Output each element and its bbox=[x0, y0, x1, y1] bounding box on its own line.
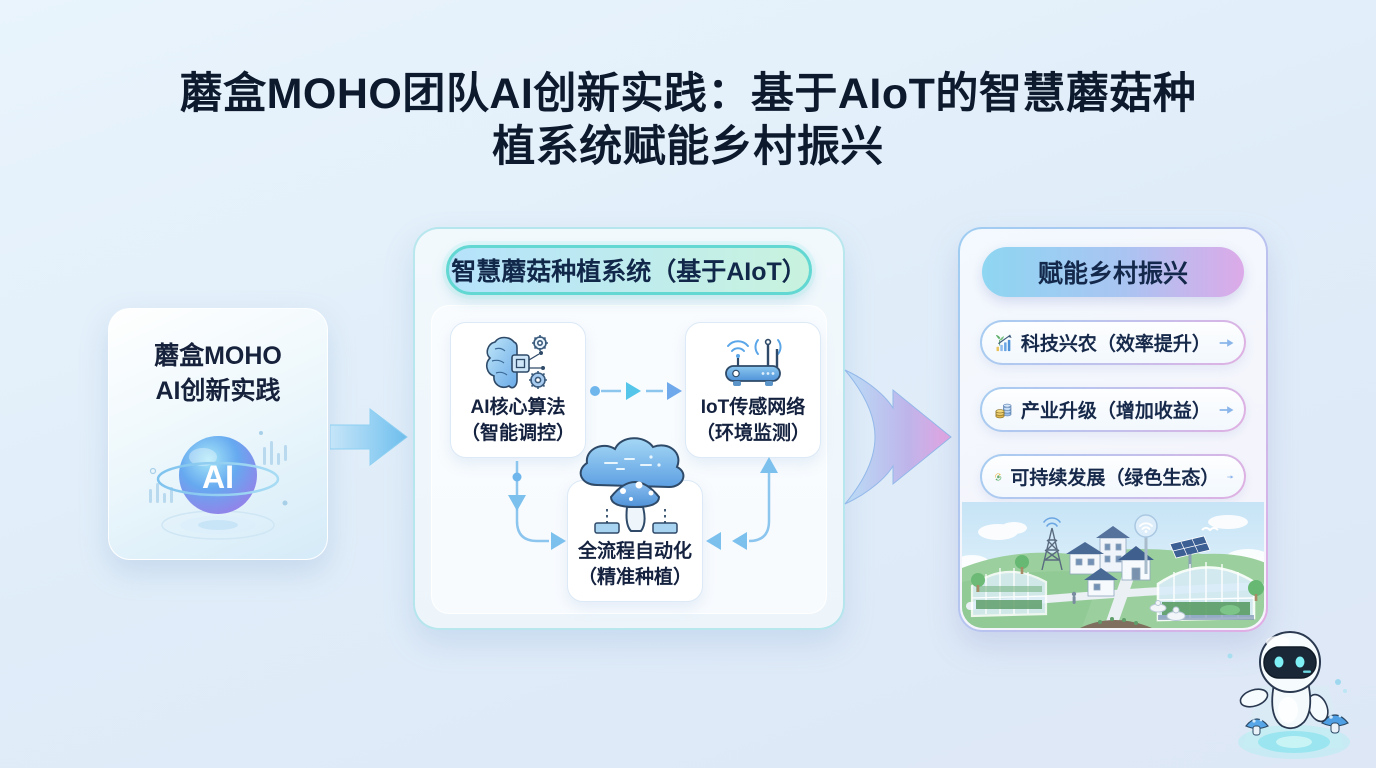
benefit-row-label: 科技兴农（效率提升） bbox=[1020, 334, 1211, 355]
node-full-automation: 全流程自动化 （精准种植） bbox=[567, 480, 703, 602]
coins-icon bbox=[995, 403, 1012, 418]
node-ai-label-line2: （智能调控） bbox=[460, 423, 575, 444]
page-title-line1: 蘑盒MOHO团队AI创新实践：基于AIoT的智慧蘑菇种 bbox=[179, 70, 1197, 118]
eco-cycle-icon bbox=[995, 472, 1002, 481]
right-card-header: 赋能乡村振兴 bbox=[982, 247, 1244, 297]
page-title: 蘑盒MOHO团队AI创新实践：基于AIoT的智慧蘑菇种 植系统赋能乡村振兴 bbox=[0, 68, 1376, 174]
middle-card-header: 智慧蘑菇种植系统（基于AIoT） bbox=[446, 245, 812, 295]
mushroom-icon bbox=[1321, 714, 1349, 734]
left-card-title-line1: 蘑盒MOHO bbox=[154, 342, 282, 370]
benefit-row-industry-upgrade: 产业升级（增加收益） bbox=[980, 387, 1246, 432]
robot-mushroom-mascot bbox=[1227, 631, 1350, 759]
left-card-title-line2: AI创新实践 bbox=[155, 377, 281, 405]
ai-orb-label: AI bbox=[202, 459, 234, 495]
benefit-row-sustainable-development: 可持续发展（绿色生态） bbox=[980, 454, 1246, 499]
smart-farm-village-illustration bbox=[962, 502, 1264, 628]
node-ai-core-algorithm: AI核心算法 （智能调控） bbox=[450, 322, 586, 458]
left-card-title: 蘑盒MOHO AI创新实践 bbox=[109, 309, 327, 409]
flow-arrow-middle-to-right bbox=[844, 369, 952, 505]
middle-card-aiot-system: 智慧蘑菇种植系统（基于AIoT） AI核心算法 （智 bbox=[413, 227, 845, 630]
cloud-mushroom-icon bbox=[579, 437, 685, 534]
node-auto-label-line2: （精准种植） bbox=[577, 567, 692, 588]
node-iot-label-line2: （环境监测） bbox=[695, 423, 810, 444]
page-title-line2: 植系统赋能乡村振兴 bbox=[492, 123, 884, 171]
iot-router-icon bbox=[725, 338, 782, 386]
growth-chart-icon bbox=[995, 334, 1012, 351]
node-iot-sensing-network: IoT传感网络 （环境监测） bbox=[685, 322, 821, 458]
row-arrow-icon bbox=[1227, 474, 1234, 479]
row-arrow-icon bbox=[1219, 405, 1234, 414]
node-auto-label-line1: 全流程自动化 bbox=[577, 541, 692, 562]
ai-brain-chip-icon bbox=[485, 335, 548, 389]
left-card-moho-practice: 蘑盒MOHO AI创新实践 AI bbox=[108, 308, 328, 560]
node-ai-label-line1: AI核心算法 bbox=[470, 397, 566, 418]
benefit-row-label: 可持续发展（绿色生态） bbox=[1010, 468, 1220, 489]
node-iot-label-line1: IoT传感网络 bbox=[700, 397, 806, 418]
right-card-rural-revitalization: 赋能乡村振兴 科技兴农（效率提升） bbox=[958, 227, 1268, 632]
robot-body bbox=[1239, 631, 1329, 730]
flow-arrow-left-to-middle bbox=[330, 407, 408, 467]
benefit-row-label: 产业升级（增加收益） bbox=[1020, 401, 1211, 422]
ai-sphere-icon: AI bbox=[149, 431, 288, 540]
mushroom-icon bbox=[1245, 718, 1269, 736]
row-arrow-icon bbox=[1219, 338, 1234, 347]
benefit-row-technology-agriculture: 科技兴农（效率提升） bbox=[980, 320, 1246, 365]
